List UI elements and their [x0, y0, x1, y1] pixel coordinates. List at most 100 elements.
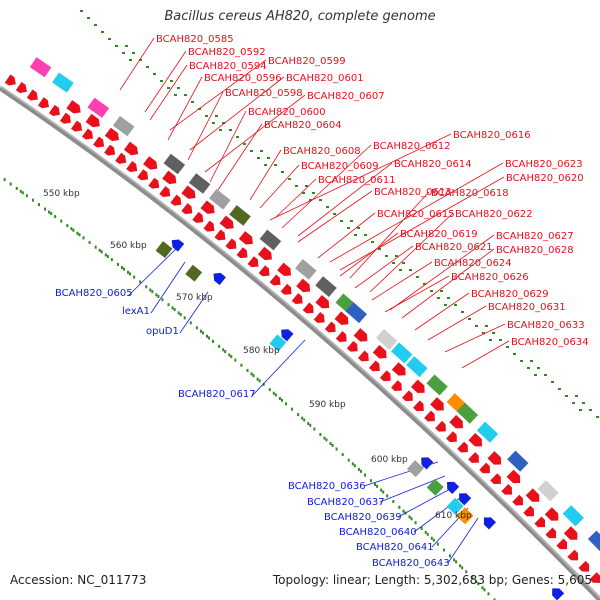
gene-arrow — [313, 312, 325, 323]
scale-dot — [15, 186, 18, 190]
gene-label-blue[interactable]: BCAH820_0643 — [372, 558, 450, 569]
grid-dot — [153, 73, 156, 75]
leader-line — [397, 487, 453, 518]
gene-label-red[interactable]: BCAH820_0629 — [471, 289, 549, 300]
gene-label-red[interactable]: BCAH820_0614 — [394, 159, 472, 170]
grid-dot — [115, 45, 118, 47]
gene-label-red[interactable]: BCAH820_0616 — [453, 130, 531, 141]
leader-line — [427, 305, 487, 341]
gene-label-red[interactable]: BCAH820_0628 — [496, 245, 574, 256]
gene-label-red[interactable]: BCAH820_0607 — [307, 91, 385, 102]
scale-dot — [424, 530, 427, 534]
gene-arrow — [449, 414, 463, 429]
gene-label-red[interactable]: BCAH820_0634 — [511, 337, 589, 348]
scale-dot — [122, 267, 125, 271]
cog-block — [446, 497, 464, 515]
gene-label-red[interactable]: BCAH820_0619 — [400, 229, 478, 240]
scale-dot — [493, 598, 496, 600]
gene-label-blue[interactable]: BCAH820_0637 — [307, 497, 385, 508]
gene-label-red[interactable]: BCAH820_0621 — [415, 242, 493, 253]
scale-dot — [357, 467, 360, 471]
grid-dot — [409, 269, 412, 271]
gene-label-blue[interactable]: opuD1 — [146, 326, 179, 337]
scale-label: 610 kbp — [435, 511, 472, 521]
gene-label-red[interactable]: BCAH820_0612 — [373, 141, 451, 152]
gene-label-red[interactable]: BCAH820_0601 — [286, 73, 364, 84]
gene-arrow — [353, 328, 368, 342]
grid-dot — [468, 318, 471, 320]
gene-arrow — [115, 152, 127, 164]
gene-label-red[interactable]: BCAH820_0599 — [268, 56, 346, 67]
gene-arrow — [277, 262, 292, 277]
scale-dot — [19, 189, 22, 193]
scale-dot — [44, 207, 47, 211]
scale-dot — [272, 391, 275, 395]
gene-label-red[interactable]: BCAH820_0626 — [451, 272, 529, 283]
scale-dot — [307, 422, 310, 426]
grid-dot — [167, 87, 170, 89]
cog-block — [155, 241, 173, 259]
gene-label-red[interactable]: BCAH820_0585 — [156, 34, 234, 45]
grid-dot — [534, 374, 537, 376]
gene-label-blue[interactable]: BCAH820_0636 — [288, 481, 366, 492]
scale-dot — [370, 479, 373, 483]
gene-label-blue[interactable]: lexA1 — [122, 306, 150, 317]
gene-label-red[interactable]: BCAH820_0615 — [377, 209, 455, 220]
leader-line — [269, 133, 452, 221]
gene-label-blue[interactable]: BCAH820_0640 — [339, 527, 417, 538]
scale-dot — [21, 191, 24, 195]
cog-block — [375, 328, 398, 350]
gene-label-red[interactable]: BCAH820_0618 — [431, 188, 509, 199]
gene-label-red[interactable]: BCAH820_0611 — [318, 175, 396, 186]
gene-arrow — [4, 74, 16, 86]
gene-label-red[interactable]: BCAH820_0613 — [374, 187, 452, 198]
gene-label-red[interactable]: BCAH820_0592 — [188, 47, 266, 58]
gene-arrow — [104, 144, 116, 156]
grid-dot — [513, 353, 516, 355]
gene-label-blue[interactable]: BCAH820_0605 — [55, 288, 133, 299]
gene-label-red[interactable]: BCAH820_0624 — [434, 258, 512, 269]
gene-label-red[interactable]: BCAH820_0631 — [488, 302, 566, 313]
scale-dot — [398, 505, 401, 509]
gene-label-blue[interactable]: BCAH820_0617 — [178, 389, 256, 400]
scale-dot — [309, 423, 312, 427]
gene-arrow — [85, 113, 100, 128]
gene-label-red[interactable]: BCAH820_0594 — [189, 61, 267, 72]
scale-dot — [100, 250, 103, 254]
gene-arrow — [171, 239, 185, 252]
cog-block — [52, 72, 74, 93]
scale-dot — [139, 280, 142, 284]
leader-line — [217, 123, 263, 191]
gene-label-red[interactable]: BCAH820_0609 — [301, 161, 379, 172]
gene-label-red[interactable]: BCAH820_0623 — [505, 159, 583, 170]
gene-label-red[interactable]: BCAH820_0604 — [264, 120, 342, 131]
gene-label-red[interactable]: BCAH820_0620 — [506, 173, 584, 184]
gene-label-red[interactable]: BCAH820_0600 — [248, 107, 326, 118]
scale-dot — [420, 526, 423, 530]
grid-dot — [350, 220, 353, 222]
gene-arrow — [181, 185, 196, 199]
grid-dot — [558, 388, 561, 390]
leader-line — [384, 275, 450, 313]
gene-label-red[interactable]: BCAH820_0633 — [507, 320, 585, 331]
leader-line — [187, 91, 224, 161]
gene-label-red[interactable]: BCAH820_0627 — [496, 231, 574, 242]
scale-dot — [386, 494, 389, 498]
grid-dot — [264, 164, 267, 166]
grid-dot — [219, 129, 222, 131]
grid-dot — [177, 87, 180, 89]
gene-label-red[interactable]: BCAH820_0598 — [225, 88, 303, 99]
grid-dot — [423, 283, 426, 285]
gene-label-red[interactable]: BCAH820_0622 — [455, 209, 533, 220]
scale-dot — [402, 509, 405, 513]
gene-arrow — [545, 527, 557, 539]
grid-dot — [191, 101, 194, 103]
grid-dot — [378, 248, 381, 250]
gene-label-red[interactable]: BCAH820_0608 — [283, 146, 361, 157]
gene-arrow — [104, 127, 120, 142]
gene-label-red[interactable]: BCAH820_0596 — [204, 73, 282, 84]
gene-arrow — [534, 516, 546, 528]
scale-label: 580 kbp — [243, 346, 280, 356]
gene-label-blue[interactable]: BCAH820_0641 — [356, 542, 434, 553]
gene-label-blue[interactable]: BCAH820_0639 — [324, 512, 402, 523]
